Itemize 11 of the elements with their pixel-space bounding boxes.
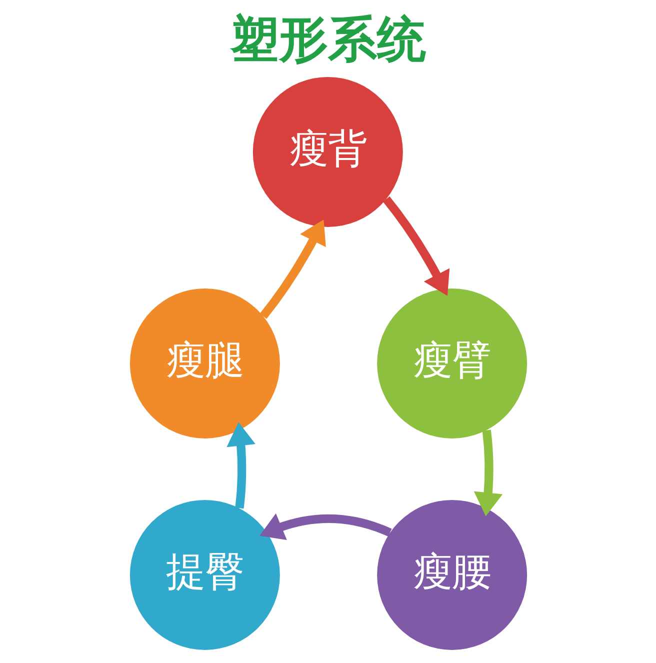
node-circle: 提臀 [129, 500, 280, 650]
node-circle: 瘦背 [252, 76, 402, 227]
arrow [259, 220, 326, 319]
arrow [226, 422, 255, 509]
diagram-title: 塑形系统 [230, 10, 426, 68]
arrow [473, 430, 502, 516]
node-circle: 瘦腰 [376, 500, 527, 650]
arrow [259, 513, 392, 540]
arrow [382, 196, 450, 296]
node-circle: 瘦臂 [376, 288, 527, 438]
node-circle: 瘦腿 [129, 288, 280, 438]
